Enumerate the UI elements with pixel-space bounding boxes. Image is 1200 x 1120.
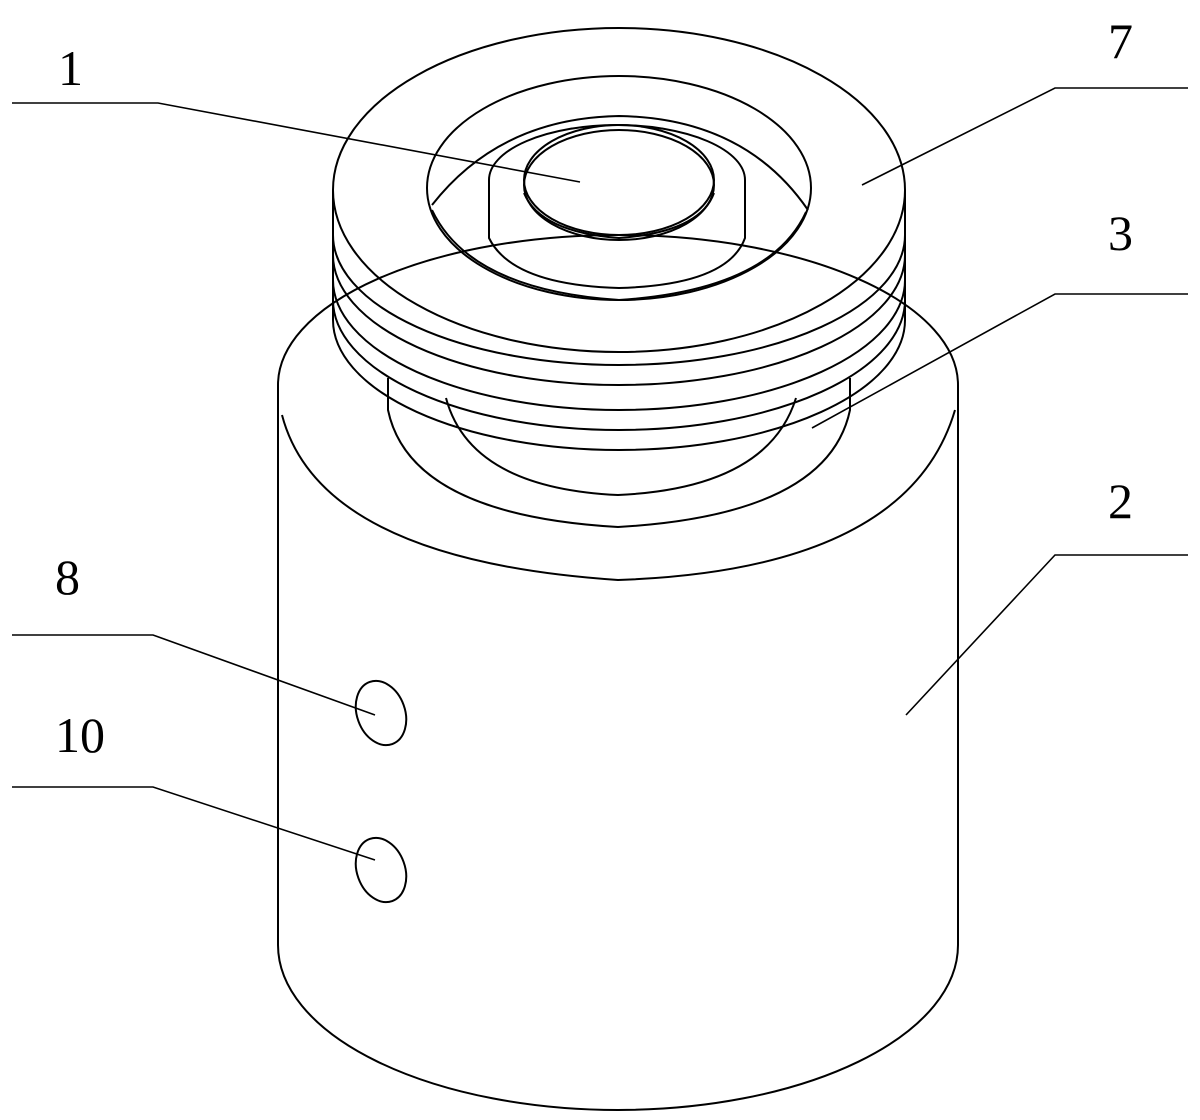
label-part-7: 7 [1108,13,1133,69]
leader-line-1 [12,102,581,183]
inner-neck-ring [387,378,851,529]
label-part-1: 1 [58,40,83,96]
leader-line-2 [905,554,1188,716]
label-part-8: 8 [55,549,80,605]
port-hole-upper [354,679,408,747]
leader-lines [12,87,1188,861]
neck-ring-inner [445,397,797,497]
flange-groove-2 [332,254,906,386]
central-core [488,124,746,290]
label-part-2: 2 [1108,473,1133,529]
core-cap [523,124,715,236]
main-body [277,234,959,1111]
body-top-front-edge [281,409,956,582]
flange-groove-1 [332,234,906,366]
core-cap-lower-edge [523,192,715,240]
flange-bottom-edge [332,319,906,451]
body-outline [277,234,959,1111]
top-flange [332,27,906,451]
core-sleeve [488,124,746,290]
port-hole-lower [354,836,408,904]
label-part-3: 3 [1108,205,1133,261]
leader-line-7 [861,87,1188,186]
flange-recess-inner-arc [431,114,809,211]
leader-line-10 [12,786,376,861]
flange-groove-3 [332,279,906,411]
flange-top-face [332,27,906,353]
leader-line-3 [811,293,1188,429]
flange-recess-floor [431,209,807,302]
neck-ring-outer [387,378,851,529]
flange-groove-4 [332,299,906,431]
label-part-10: 10 [55,707,105,763]
leader-line-8 [12,634,376,716]
